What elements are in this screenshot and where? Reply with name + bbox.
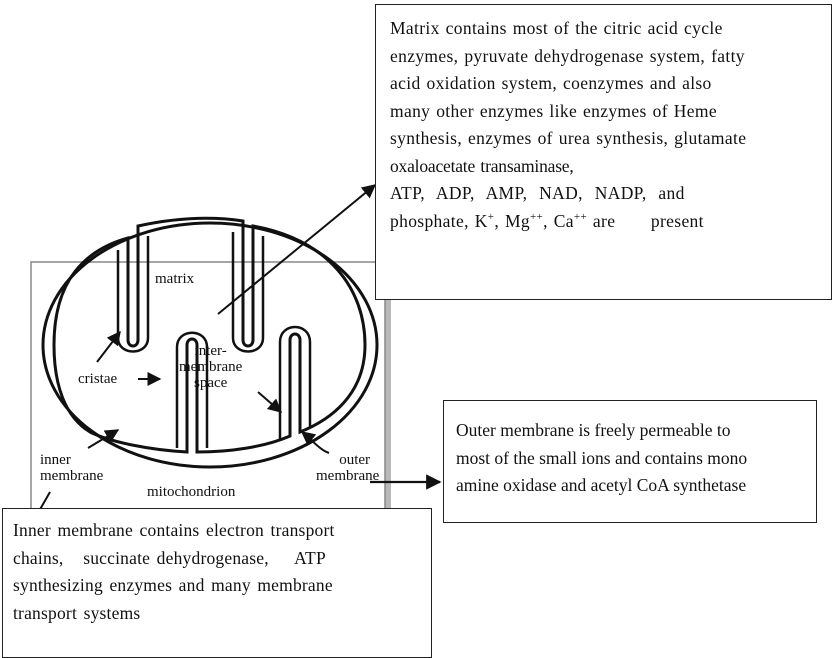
matrix-text-line: many other enzymes like enzymes of Heme [390, 100, 717, 121]
matrix-text-line: phosphate, K+, Mg++, Ca++ are present [390, 210, 704, 231]
inner-membrane-description-box: Inner membrane contains electron transpo… [2, 508, 432, 658]
inner-text-line: synthesizing enzymes and many membrane [13, 575, 333, 595]
matrix-text-line: acid oxidation system, coenzymes and als… [390, 73, 712, 93]
matrix-description-box: Matrix contains most of the citric acid … [375, 4, 832, 300]
matrix-text-line: ATP, ADP, AMP, NAD, NADP, and [390, 183, 685, 203]
outer-membrane-arrow [300, 431, 330, 454]
outer-membrane-shape [41, 221, 379, 469]
inner-membrane-label: inner membrane [40, 452, 104, 484]
outer-membrane-label: outer membrane [316, 452, 380, 484]
matrix-text-line: Matrix contains most of the citric acid … [390, 18, 723, 38]
outer-text-line: amine oxidase and acetyl CoA synthetase [456, 475, 747, 495]
outer-text-line: most of the small ions and contains mono [456, 447, 748, 468]
crista-outline [231, 232, 265, 353]
inner-membrane-shape [52, 216, 367, 454]
cristae-label: cristae [78, 371, 118, 387]
crista-outline [278, 325, 312, 440]
inner-text-line: Inner membrane contains electron transpo… [13, 520, 335, 540]
inner-membrane-arrow [87, 429, 120, 449]
matrix-label: matrix [155, 271, 195, 287]
outer-membrane-description-box: Outer membrane is freely permeable to mo… [443, 400, 817, 523]
intermembrane-space-label: inter- membrane space [179, 343, 243, 391]
inner-text-line: transport systems [13, 602, 141, 623]
inner-text-line: chains, succinate dehydrogenase, ATP [13, 547, 326, 568]
matrix-text-line: oxaloacetate transaminase, [390, 155, 574, 176]
cristae-arrow-up [96, 330, 121, 363]
matrix-connector-arrow [217, 184, 377, 315]
matrix-text-line: synthesis, enzymes of urea synthesis, gl… [390, 128, 747, 148]
outer-text-line: Outer membrane is freely permeable to [456, 420, 731, 440]
matrix-text-line: enzymes, pyruvate dehydrogenase system, … [390, 45, 745, 66]
intermembrane-arrow [257, 391, 283, 413]
crista-outline [175, 331, 209, 448]
mitochondrion-label: mitochondrion [147, 484, 236, 500]
